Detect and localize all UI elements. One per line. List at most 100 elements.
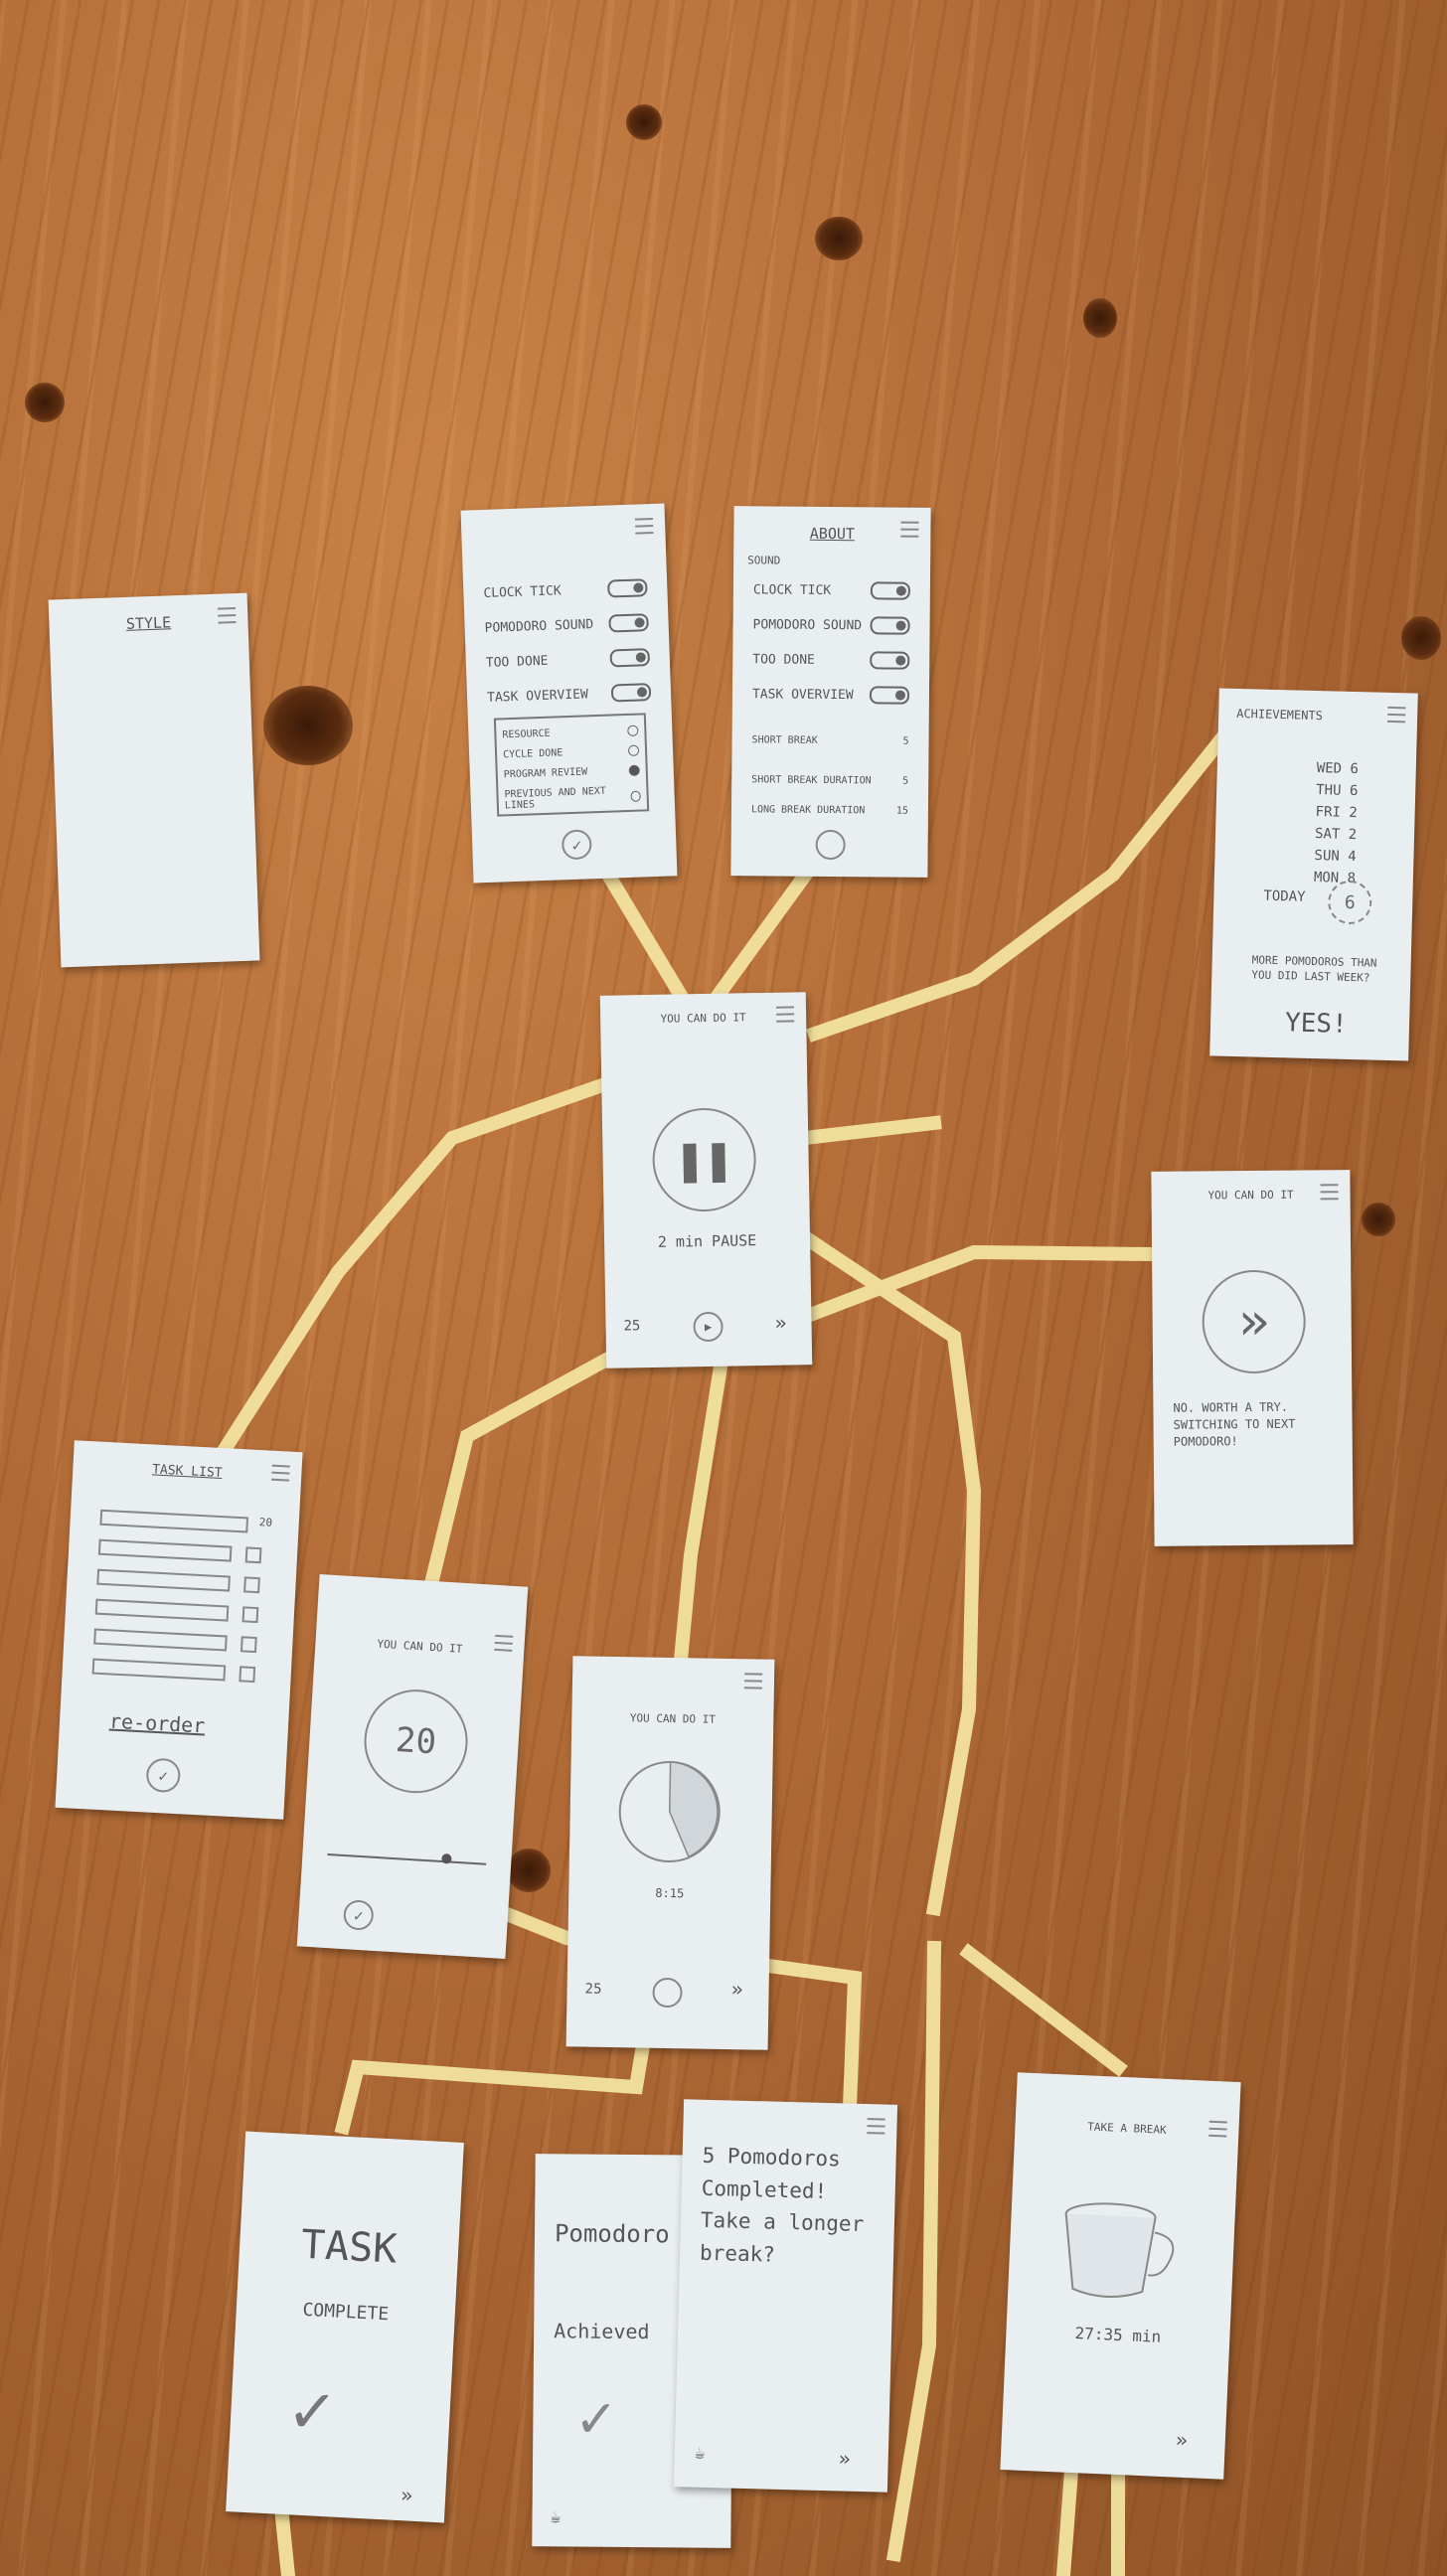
setting-value[interactable]: 5 [902, 775, 909, 787]
pause-screen-card: YOU CAN DO IT ❚❚ 2 min PAUSE 25 ▶ » [599, 992, 813, 1368]
wood-knot [1083, 298, 1117, 338]
toggle-label: TASK OVERVIEW [486, 686, 589, 706]
today-badge: 6 [1327, 880, 1372, 925]
toggle-switch[interactable] [870, 581, 910, 600]
day-count: WED 6 [1316, 760, 1360, 778]
skip-icon[interactable]: » [838, 2446, 852, 2471]
timer-time: 8:15 [655, 1885, 685, 1901]
motivation-title: YOU CAN DO IT [377, 1637, 463, 1656]
toggle-switch[interactable] [610, 683, 652, 703]
task-checkbox[interactable] [244, 1546, 262, 1564]
coffee-icon[interactable]: ☕ [550, 2506, 562, 2528]
timer-screen-card: YOU CAN DO IT 20 ✓ [296, 1573, 529, 1960]
break-setting-row: SHORT BREAK DURATION 5 [751, 774, 908, 786]
back-icon[interactable] [815, 829, 846, 861]
menu-icon [743, 1673, 763, 1690]
toggle-switch[interactable] [870, 651, 910, 670]
radio-icon[interactable] [627, 744, 640, 756]
settings-toggle-row: CLOCK TICK [483, 578, 648, 602]
setting-value[interactable]: 15 [895, 805, 909, 817]
wood-knot [1362, 1203, 1395, 1236]
reorder-label[interactable]: re-order [108, 1708, 206, 1738]
task-checkbox[interactable] [243, 1576, 260, 1594]
settings-screen-card: CLOCK TICK POMODORO SOUND TOO DONE TASK … [460, 503, 678, 884]
coffee-icon[interactable]: ☕ [694, 2442, 706, 2464]
check-icon[interactable]: ✓ [342, 1899, 375, 1931]
day-count: SUN 4 [1314, 848, 1357, 866]
section-label: SOUND [747, 554, 781, 567]
running-timer-card: YOU CAN DO IT 8:15 25 » [565, 1656, 775, 2050]
task-item[interactable] [99, 1509, 249, 1533]
toggle-label: CLOCK TICK [483, 582, 562, 601]
menu-icon [775, 1006, 795, 1023]
skip-icon[interactable]: » [400, 2483, 413, 2507]
task-item[interactable] [94, 1598, 230, 1622]
tape-strip [806, 691, 1262, 1043]
task-item[interactable] [91, 1658, 227, 1682]
play-icon[interactable]: ▶ [693, 1311, 724, 1343]
setting-label: SHORT BREAK DURATION [751, 774, 872, 787]
toggle-switch[interactable] [869, 686, 910, 705]
today-label: TODAY [1263, 887, 1306, 905]
pause-icon[interactable]: ❚❚ [651, 1107, 757, 1212]
tape-strip [885, 1940, 942, 2563]
option-label: PREVIOUS AND NEXT LINES [504, 785, 607, 812]
skip-icon[interactable]: » [730, 1977, 743, 2002]
task-checkbox[interactable] [240, 1636, 257, 1654]
stop-icon[interactable] [652, 1977, 683, 2009]
break-title: TAKE A BREAK [1086, 2120, 1167, 2137]
fast-forward-icon[interactable]: » [1202, 1269, 1307, 1374]
radio-icon[interactable] [630, 790, 641, 802]
sound-toggle-row: TASK OVERVIEW [751, 685, 910, 705]
check-icon[interactable]: ✓ [561, 829, 592, 861]
sound-toggle-row: CLOCK TICK [752, 580, 910, 600]
tape-strip [586, 845, 696, 1014]
radio-icon[interactable] [628, 764, 640, 776]
achievements-screen-card: ACHIEVEMENTS WED 6 THU 6 FRI 2 SAT 2 SUN… [1209, 688, 1418, 1061]
toggle-label: CLOCK TICK [752, 581, 832, 598]
timer-slider[interactable] [327, 1852, 487, 1865]
timer-dial: 20 [361, 1687, 471, 1797]
tape-strip [795, 1227, 982, 1917]
option-label: CYCLE DONE [502, 747, 563, 761]
skip-screen-card: YOU CAN DO IT » NO. WORTH A TRY. SWITCHI… [1151, 1170, 1354, 1546]
wood-knot [815, 217, 863, 260]
task-item[interactable] [93, 1628, 228, 1652]
toggle-switch[interactable] [607, 578, 648, 598]
pomodoro-count: 25 [623, 1318, 641, 1335]
task-item[interactable] [96, 1568, 231, 1592]
tape-strip [418, 1342, 631, 1609]
sound-toggle-row: POMODORO SOUND [753, 615, 910, 635]
style-screen-card: STYLE [48, 592, 260, 968]
task-checkbox[interactable] [241, 1606, 259, 1624]
about-screen-card: ABOUT SOUND CLOCK TICK POMODORO SOUND TO… [730, 506, 931, 878]
tape-strip [706, 845, 830, 1009]
wood-knot [263, 686, 353, 765]
task-count: 20 [258, 1516, 273, 1530]
skip-icon[interactable]: » [1175, 2427, 1189, 2453]
setting-value[interactable]: 5 [902, 735, 909, 747]
comparison-answer: YES! [1284, 1008, 1349, 1040]
coffee-cup-icon [1064, 2202, 1175, 2299]
complete-heading: TASK [299, 2221, 399, 2273]
toggle-label: TASK OVERVIEW [751, 686, 854, 703]
tasklist-screen-card: TASK LIST 20 re-order ✓ [55, 1440, 303, 1820]
toggle-switch[interactable] [609, 648, 651, 668]
skip-message: NO. WORTH A TRY. SWITCHING TO NEXT POMOD… [1173, 1399, 1296, 1449]
task-checkbox[interactable] [239, 1666, 256, 1684]
tape-strip [959, 1943, 1128, 2077]
toggle-label: TOO DONE [485, 653, 549, 671]
toggle-switch[interactable] [608, 613, 649, 633]
wood-knot [25, 383, 65, 422]
comparison-question: MORE POMODOROS THAN YOU DID LAST WEEK? [1251, 953, 1377, 985]
break-setting-row: SHORT BREAK 5 [752, 734, 909, 746]
break-prompt: 5 Pomodoros Completed! Take a longer bre… [699, 2143, 865, 2267]
toggle-switch[interactable] [870, 616, 910, 635]
task-item[interactable] [97, 1538, 233, 1562]
setting-label: SHORT BREAK [751, 734, 818, 746]
menu-icon [867, 2118, 885, 2135]
check-icon[interactable]: ✓ [145, 1757, 182, 1794]
radio-icon[interactable] [627, 724, 639, 736]
skip-icon[interactable]: » [774, 1310, 787, 1335]
